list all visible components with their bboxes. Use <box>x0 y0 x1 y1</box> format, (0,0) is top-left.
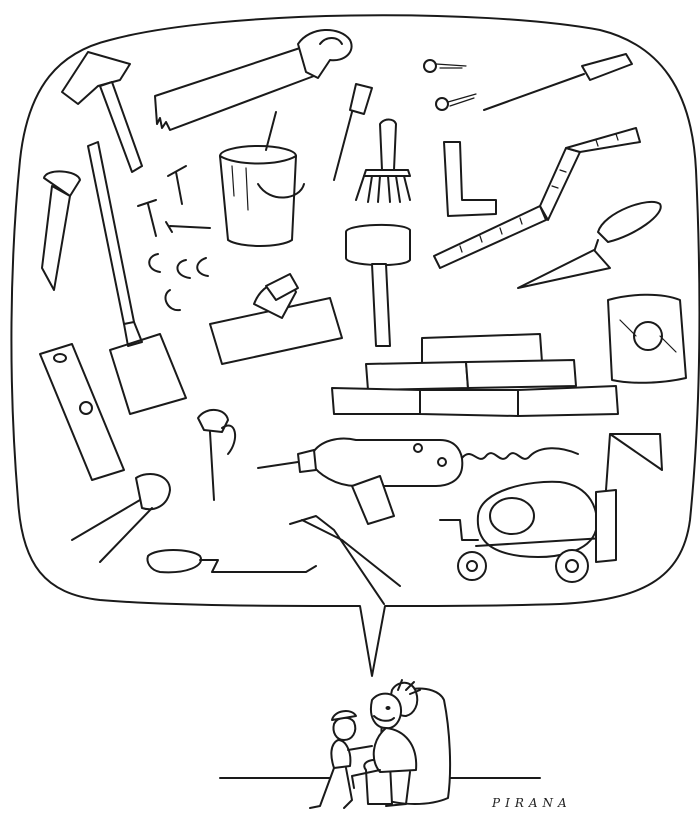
chisel-icon <box>41 170 81 291</box>
mallet-icon <box>345 223 411 347</box>
shovel-icon <box>87 141 187 415</box>
screwdriver-icon <box>483 53 633 111</box>
artist-signature: PIRANA <box>492 796 572 810</box>
nails-icon <box>137 165 211 237</box>
power-drill-icon <box>257 437 579 525</box>
staples-icon <box>148 253 209 312</box>
folding-ruler-icon <box>433 127 641 269</box>
paint-brush-icon <box>333 83 373 181</box>
hand-saw-icon <box>154 28 353 131</box>
bricks-icon <box>331 333 619 417</box>
tongs-icon <box>289 515 401 605</box>
scraper-icon <box>146 549 317 574</box>
father-figure <box>351 679 421 807</box>
child-figure <box>309 710 373 809</box>
trowel-icon <box>517 200 662 289</box>
speech-bubble <box>10 14 700 677</box>
wood-plane-icon <box>209 273 343 365</box>
hammer-icon <box>61 51 143 173</box>
wide-brush-icon <box>355 118 411 203</box>
cement-mixer-icon <box>439 433 663 583</box>
cement-bag-icon <box>607 293 687 384</box>
carpenter-square-icon <box>443 141 497 217</box>
spirit-level-icon <box>39 343 125 481</box>
paint-bucket-icon <box>219 111 305 247</box>
bent-nail-icon <box>197 409 237 501</box>
pincers-icon <box>71 473 171 563</box>
screw-icon <box>423 59 477 111</box>
